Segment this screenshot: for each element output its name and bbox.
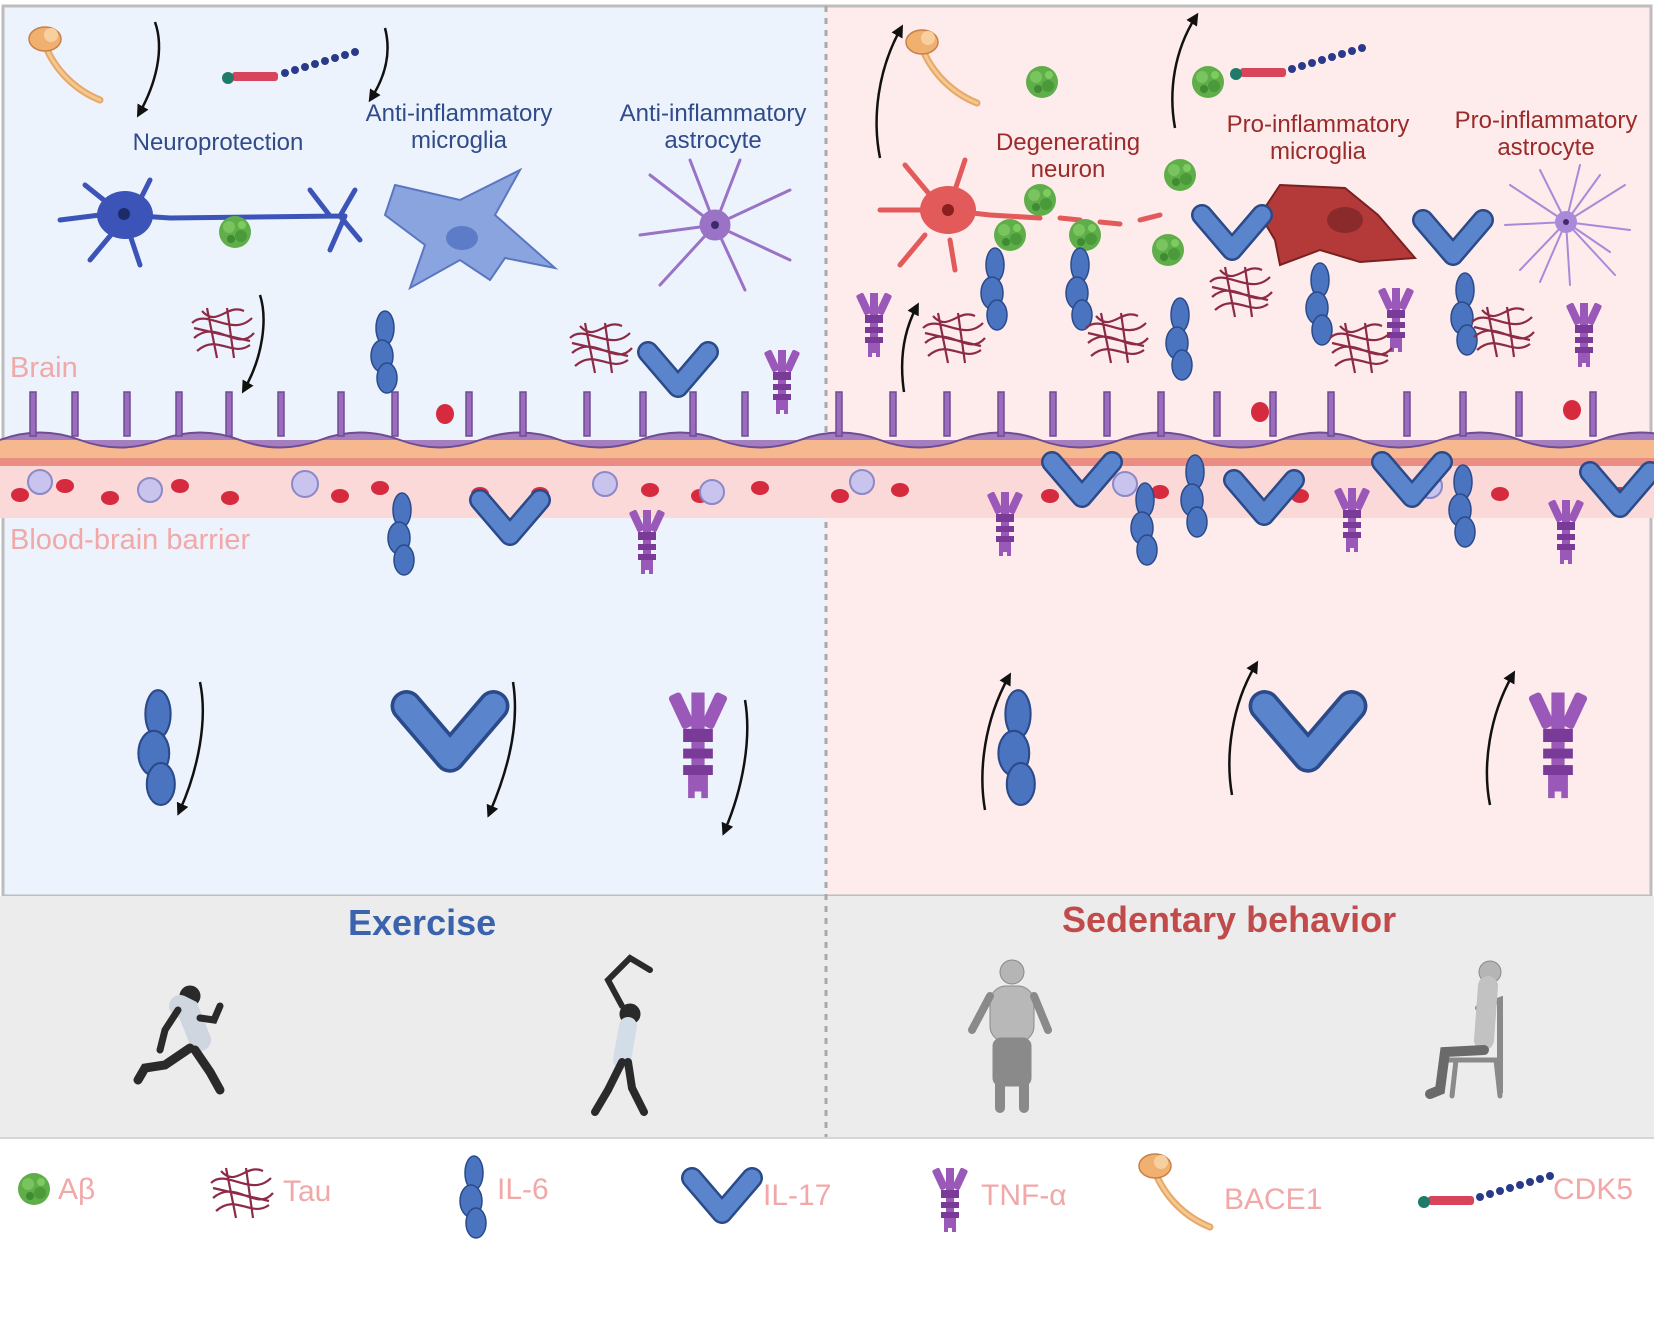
heading-sedentary: Sedentary behavior: [1062, 899, 1397, 940]
pro-inflammatory-astrocyte: [1504, 164, 1631, 286]
label-anti-microglia: Anti-inflammatory microglia: [344, 100, 574, 155]
label-neuroprotection: Neuroprotection: [132, 129, 304, 156]
abeta-sed-2: [1192, 66, 1224, 98]
il17-icon: [692, 1178, 752, 1213]
legend-label-abeta: Aβ: [58, 1173, 96, 1206]
standing-figure: [968, 959, 1052, 1113]
stretching-figure: [591, 954, 653, 1116]
sedentary-arrows: [875, 12, 1516, 811]
label-degen-line2: neuron: [1030, 155, 1106, 183]
label-blood-brain-barrier: Blood-brain barrier: [10, 524, 251, 556]
label-pro-astro-line2: astrocyte: [1497, 133, 1595, 161]
exercise-arrows: [136, 21, 749, 836]
sitting-figure: [1425, 960, 1503, 1099]
legend-label-tnf: TNF-α: [981, 1179, 1067, 1212]
label-pro-astro-line1: Pro-inflammatory: [1454, 107, 1638, 134]
legend-label-il6: IL-6: [497, 1173, 549, 1206]
abeta-on-neuron: [219, 216, 251, 248]
label-anti-astrocyte: Anti-inflammatory astrocyte: [598, 100, 828, 155]
cdk5-icon: [1418, 1196, 1474, 1208]
il6-icon: [459, 1155, 487, 1239]
anti-inflammatory-astrocyte: [638, 158, 792, 292]
legend-label-bace1: BACE1: [1224, 1183, 1323, 1216]
label-anti-microglia-line1: Anti-inflammatory: [365, 100, 553, 127]
legend-label-cdk5: CDK5: [1553, 1173, 1634, 1206]
amyloid-beta-icon: [18, 1173, 50, 1205]
bace1-icon: [1139, 1154, 1210, 1227]
label-degen-line1: Degenerating: [995, 129, 1141, 156]
abeta-sed-3: [1164, 159, 1196, 191]
legend-label-tau: Tau: [283, 1175, 332, 1208]
label-pro-microglia-line1: Pro-inflammatory: [1226, 111, 1410, 138]
runner-figure: [133, 985, 225, 1095]
tnf-alpha-icon: [931, 1167, 969, 1232]
cdk5-chain-sedentary: [1288, 44, 1366, 73]
label-anti-microglia-line2: microglia: [410, 126, 508, 154]
label-pro-astrocyte: Pro-inflammatory astrocyte: [1436, 107, 1654, 162]
tau-tangle-icon: [209, 1166, 275, 1220]
label-pro-microglia-line2: microglia: [1269, 137, 1367, 165]
cdk5-chain-legend: [1476, 1172, 1554, 1201]
label-brain: Brain: [10, 352, 78, 384]
label-pro-microglia: Pro-inflammatory microglia: [1208, 111, 1428, 166]
degenerating-neuron: [877, 157, 1163, 273]
healthy-neuron: [57, 177, 363, 268]
legend-label-il17: IL-17: [763, 1179, 832, 1212]
abeta-sed-4: [1024, 184, 1056, 216]
heading-exercise: Exercise: [348, 902, 497, 943]
label-anti-astro-line1: Anti-inflammatory: [619, 100, 807, 127]
cdk5-chain-exercise: [281, 48, 359, 77]
anti-inflammatory-microglia: [383, 167, 559, 291]
abeta-sed-7: [1152, 234, 1184, 266]
label-anti-astro-line2: astrocyte: [664, 126, 762, 154]
abeta-sed-5: [994, 219, 1026, 251]
label-degenerating-neuron: Degenerating neuron: [968, 129, 1168, 184]
pro-inflammatory-microglia: [1258, 183, 1418, 267]
abeta-sed-1: [1026, 66, 1058, 98]
abeta-sed-6: [1069, 219, 1101, 251]
